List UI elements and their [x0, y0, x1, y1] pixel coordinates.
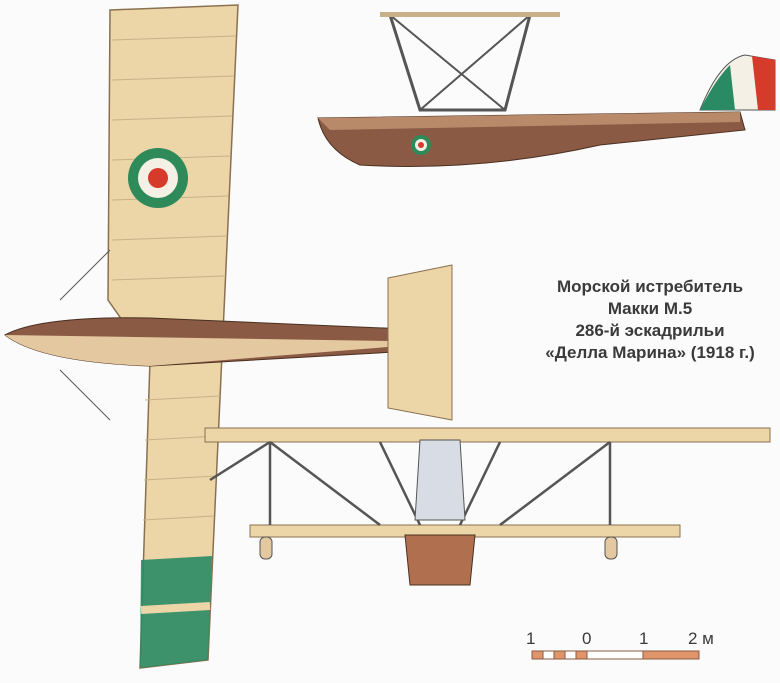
scale-label: 1 [526, 629, 536, 648]
upper-wing-front [204, 427, 771, 443]
side-view [317, 12, 776, 167]
scale-label: 1 [639, 629, 649, 648]
engine-struts [387, 13, 532, 112]
caption-line: «Делла Марина» (1918 г.) [545, 343, 755, 362]
float-left [259, 536, 273, 560]
scale-label: 2 м [688, 629, 714, 648]
front-view [204, 427, 771, 586]
float-right [604, 536, 618, 560]
tail-surface [387, 264, 453, 421]
front-hull [414, 439, 466, 521]
caption-line: Макки М.5 [607, 299, 693, 318]
caption-line: Морской истребитель [556, 277, 744, 296]
caption-line: 286-й эскадрильи [575, 321, 725, 340]
top-view [4, 4, 453, 669]
scale-label: 0 [582, 629, 592, 648]
caption: Морской истребитель Макки М.5 286-й эска… [520, 276, 780, 364]
wingtip-green [140, 556, 212, 668]
scale-bar [531, 650, 700, 660]
